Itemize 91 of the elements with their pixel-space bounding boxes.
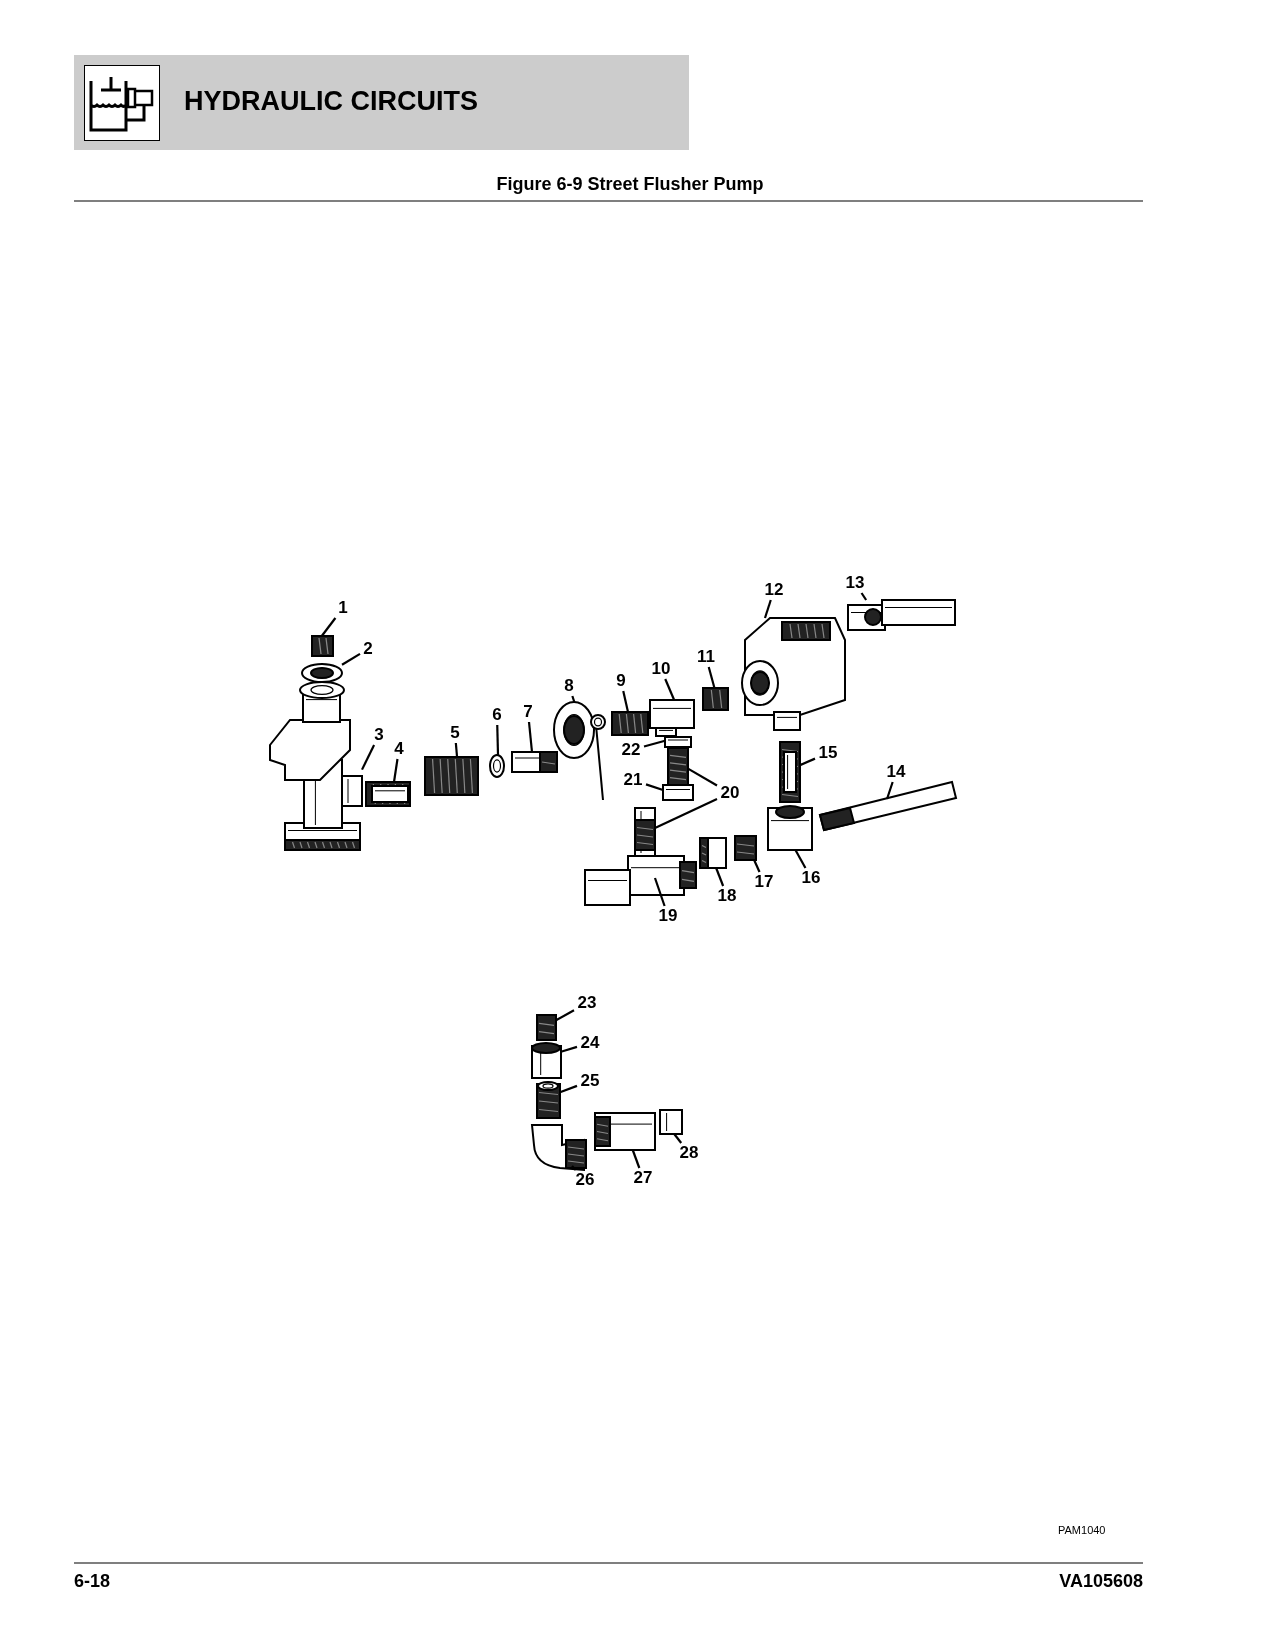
- pipe-nipple-drawing: [611, 711, 649, 736]
- callout-number: 7: [520, 702, 536, 722]
- callout-number: 11: [693, 647, 719, 667]
- leader-line: [454, 742, 459, 758]
- leader-line: [687, 767, 718, 787]
- leader-line: [885, 781, 894, 800]
- callout-number: 19: [655, 906, 681, 926]
- callout-number: 8: [561, 676, 577, 696]
- leader-line: [654, 798, 718, 830]
- leader-line: [496, 724, 500, 756]
- flange-ring-drawing: [301, 663, 343, 683]
- hex-nut-drawing: [662, 784, 694, 801]
- leader-line: [571, 1165, 577, 1171]
- pipe-cap-drawing: [311, 635, 334, 657]
- hose-clamp-drawing: [489, 754, 505, 778]
- pipe-drawing: [818, 780, 958, 832]
- callout-number: 22: [618, 740, 644, 760]
- callout-number: 3: [371, 725, 387, 745]
- leader-line: [571, 695, 576, 703]
- check-valve-drawing: [594, 1112, 656, 1151]
- leader-line: [799, 757, 816, 767]
- callout-number: 16: [798, 868, 824, 888]
- leader-line: [555, 1009, 575, 1022]
- pipe-cap-drawing: [536, 1014, 557, 1041]
- callout-number: 18: [714, 886, 740, 906]
- washer-ring-drawing: [664, 736, 692, 748]
- pipe-tee-drawing: [649, 699, 695, 737]
- hose-barb-fitting-drawing: [365, 781, 411, 807]
- leader-line: [794, 849, 807, 869]
- leader-line: [707, 666, 716, 689]
- leader-line: [645, 783, 664, 792]
- leader-line: [860, 592, 868, 601]
- figure-caption: Figure 6-9 Street Flusher Pump: [495, 174, 765, 195]
- callout-number: 26: [572, 1170, 598, 1190]
- leader-line: [643, 739, 666, 748]
- callout-number: 2: [360, 639, 376, 659]
- leader-line: [664, 678, 676, 701]
- leader-line: [320, 617, 337, 637]
- elbow-fitting-drawing: [531, 1124, 587, 1171]
- hose-barb-fitting-drawing: [511, 751, 558, 773]
- page-heading: HYDRAULIC CIRCUITS: [184, 86, 478, 117]
- callout-number: 5: [447, 723, 463, 743]
- leader-line: [559, 1084, 578, 1094]
- leader-line: [753, 859, 761, 873]
- callout-number: 4: [391, 739, 407, 759]
- callout-number: 21: [620, 770, 646, 790]
- pipe-nipple-drawing: [779, 741, 801, 803]
- pipe-nipple-drawing: [536, 1081, 561, 1119]
- leader-line: [653, 877, 666, 907]
- callout-number: 24: [577, 1033, 603, 1053]
- callout-number: 14: [883, 762, 909, 782]
- pipe-nipple-drawing: [634, 807, 656, 857]
- pipe-coupling-drawing: [699, 837, 727, 869]
- pipe-coupling-drawing: [531, 1042, 562, 1079]
- callout-number: 23: [574, 993, 600, 1013]
- callout-number: 17: [751, 872, 777, 892]
- leader-line: [392, 758, 399, 783]
- leader-line: [622, 690, 630, 713]
- leader-line: [715, 867, 725, 887]
- valve-drawing: [553, 701, 606, 801]
- leader-line: [560, 1045, 578, 1053]
- leader-line: [631, 1149, 641, 1169]
- callout-number: 13: [842, 573, 868, 593]
- pipe-nipple-drawing: [667, 747, 689, 786]
- callout-number: 15: [815, 743, 841, 763]
- callout-number: 1: [335, 598, 351, 618]
- page-number: 6-18: [74, 1571, 111, 1592]
- callout-number: 9: [613, 671, 629, 691]
- pump-drawing: [741, 617, 846, 731]
- callout-number: 12: [761, 580, 787, 600]
- pipe-nipple-drawing: [702, 687, 729, 711]
- leader-line: [763, 599, 772, 619]
- callout-number: 27: [630, 1168, 656, 1188]
- leader-line: [527, 721, 534, 753]
- pipe-nipple-drawing: [734, 835, 757, 861]
- pipe-tee-drawing: [767, 805, 813, 851]
- callout-number: 10: [648, 659, 674, 679]
- pipe-tee-drawing: [584, 855, 697, 906]
- hose-drawing: [424, 756, 479, 796]
- drive-shaft-drawing: [847, 599, 956, 631]
- callout-number: 25: [577, 1071, 603, 1091]
- leader-line: [361, 744, 376, 771]
- callout-number: 28: [676, 1143, 702, 1163]
- leader-line: [673, 1133, 683, 1144]
- plug-drawing: [659, 1109, 683, 1135]
- callout-number: 20: [717, 783, 743, 803]
- leader-line: [341, 652, 361, 666]
- document-number: VA105608: [1059, 1571, 1143, 1592]
- drawing-number: PAM1040: [1058, 1524, 1106, 1536]
- callout-number: 6: [489, 705, 505, 725]
- valve-body-drawing: [269, 681, 363, 851]
